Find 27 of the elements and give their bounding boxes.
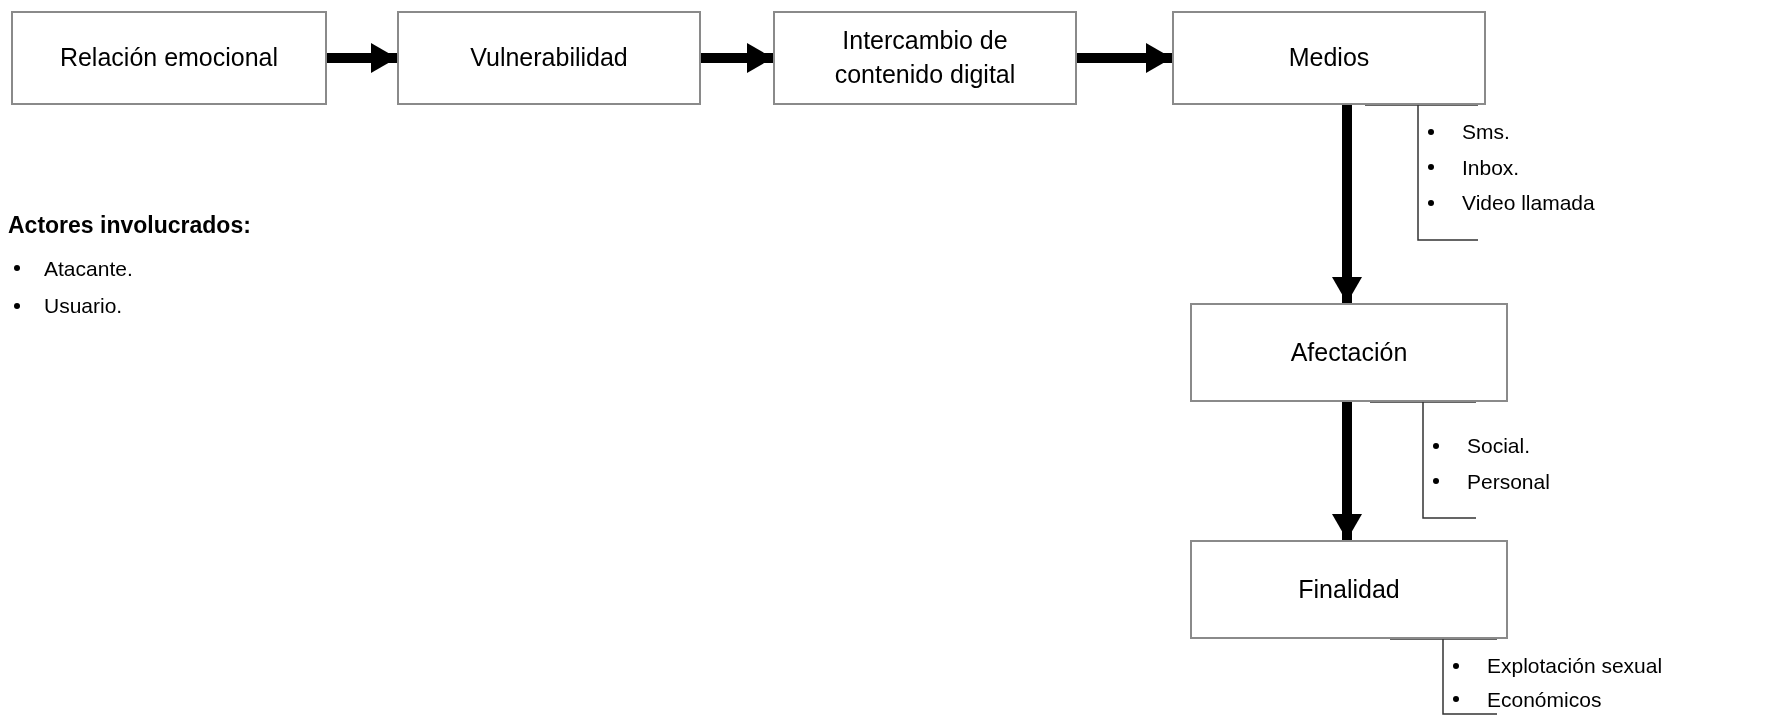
process-box xyxy=(1190,303,1508,402)
bullet-item: Video llamada xyxy=(1462,190,1595,216)
process-box xyxy=(397,11,701,105)
bullet-item: Personal xyxy=(1467,468,1550,495)
bullet-item: Explotación sexual xyxy=(1487,653,1663,679)
arrow xyxy=(1077,43,1172,73)
process-box xyxy=(773,11,1077,105)
box-label: Intercambio de contenido digital xyxy=(833,25,1017,90)
box-label: Afectación xyxy=(1290,336,1408,368)
box-label: Relación emocional xyxy=(59,42,279,74)
bullet-item: Usuario. xyxy=(44,293,123,319)
bullet-item: Inbox. xyxy=(1462,154,1520,181)
bullet-item: Económicos xyxy=(1487,686,1602,713)
process-box xyxy=(1172,11,1486,105)
heading: Actores involucrados: xyxy=(8,211,251,240)
box-label: Finalidad xyxy=(1298,573,1400,605)
bullet-item: Sms. xyxy=(1462,119,1510,145)
bullet-item: Social. xyxy=(1467,433,1531,459)
box-label: Vulnerabilidad xyxy=(470,42,628,74)
process-box xyxy=(1190,540,1508,639)
arrow xyxy=(327,43,397,73)
box-label: Medios xyxy=(1288,42,1370,74)
arrow xyxy=(1332,402,1362,540)
arrow xyxy=(701,43,773,73)
arrow xyxy=(1332,105,1362,303)
process-box xyxy=(11,11,327,105)
bullet-item: Atacante. xyxy=(44,255,133,282)
